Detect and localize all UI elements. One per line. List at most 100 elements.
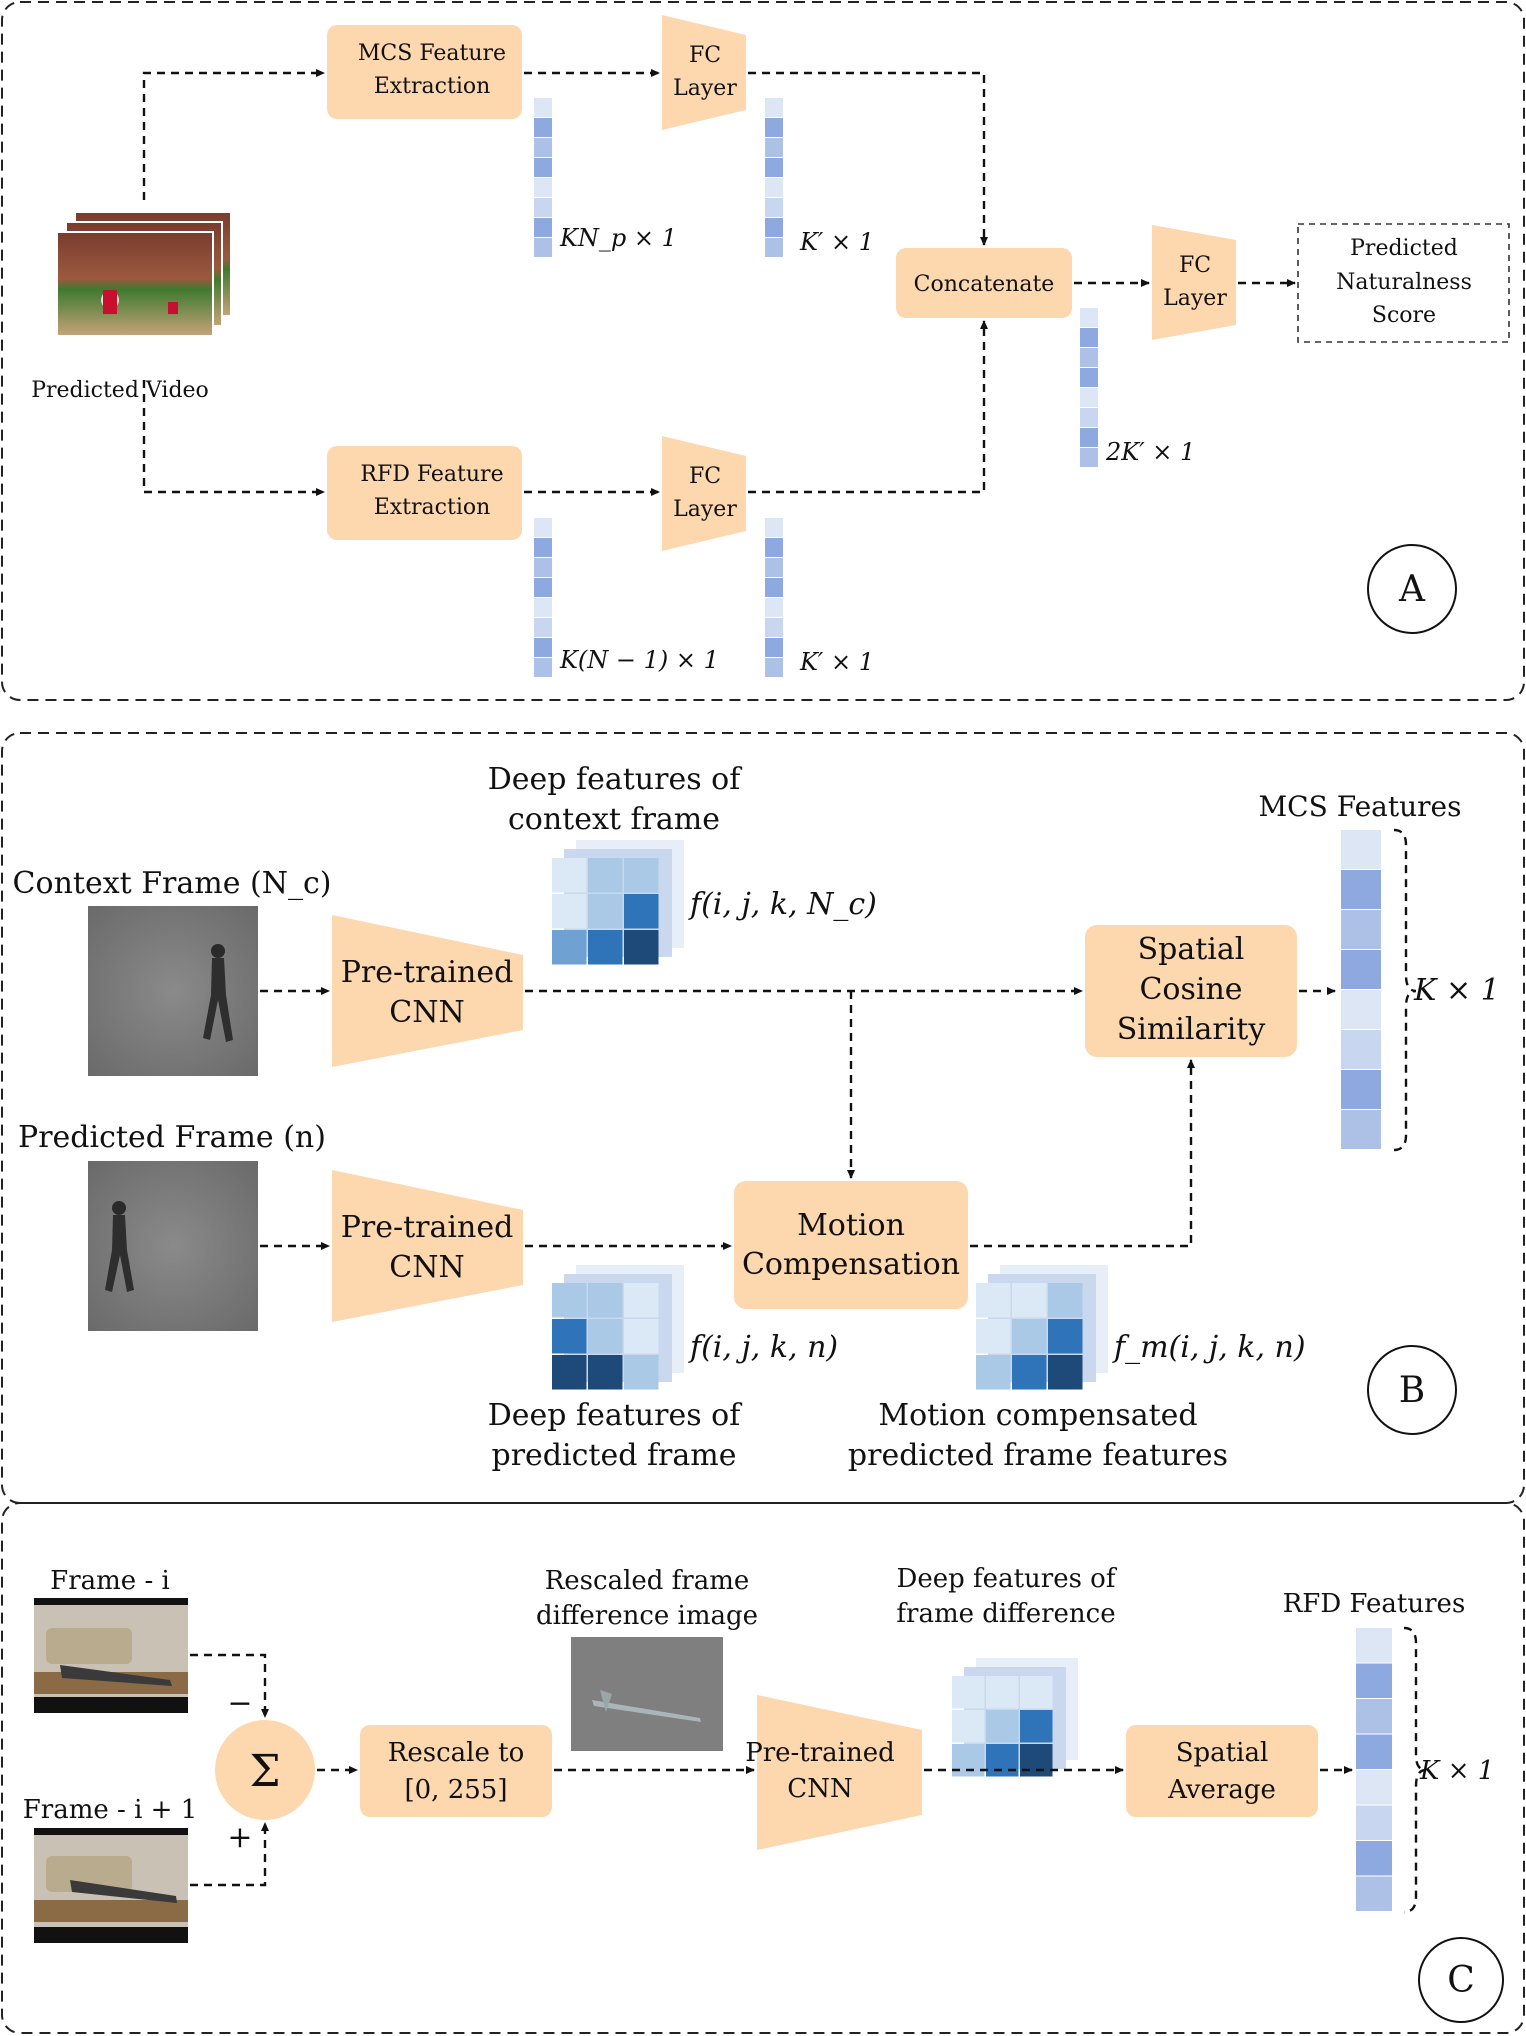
- mcs-box-line2: Extraction: [374, 74, 491, 99]
- mc-caption-line2: predicted frame features: [848, 1438, 1228, 1473]
- frame-i1-label: Frame - i + 1: [23, 1795, 198, 1825]
- vector-cell: [1080, 308, 1098, 327]
- vector-cell: [1341, 1070, 1381, 1109]
- fmap-cell: [588, 1355, 623, 1390]
- rescale-line2: [0, 255]: [405, 1775, 508, 1805]
- rfd-features-title: RFD Features: [1283, 1589, 1466, 1619]
- f-context-label: f(i, j, k, N_c): [688, 887, 877, 922]
- predicted-frame-title: Predicted Frame (n): [18, 1120, 326, 1155]
- predicted-score-box: Predicted Naturalness Score: [1297, 223, 1510, 343]
- panel-b: Context Frame (N_c) Predicted Frame (n) …: [1, 732, 1525, 1504]
- pretrained-cnn-bottom: Pre-trained CNN: [332, 1170, 523, 1322]
- fc-layer-top: FC Layer: [662, 15, 746, 130]
- vector-cell: [1341, 870, 1381, 909]
- fc-bottom-line2: Layer: [673, 497, 737, 522]
- vector-cell: [534, 118, 552, 137]
- fc-final-line1: FC: [1179, 253, 1211, 278]
- fmap-cell: [1020, 1710, 1053, 1743]
- concat-feature-vector: [1080, 308, 1098, 467]
- vector-cell: [534, 138, 552, 157]
- deep-ctx-caption-line1: Deep features of: [488, 762, 743, 797]
- deep-ctx-caption-line2: context frame: [508, 802, 720, 837]
- spatial-cosine-similarity-box: Spatial Cosine Similarity: [1085, 925, 1297, 1057]
- vector-cell: [534, 218, 552, 237]
- context-frame-image: [88, 906, 258, 1076]
- fmap-cell: [552, 1283, 587, 1318]
- vector-cell: [1356, 1770, 1392, 1805]
- vector-cell: [534, 198, 552, 217]
- mcs-dim-label: K × 1: [1413, 973, 1500, 1008]
- vector-cell: [534, 98, 552, 117]
- vector-cell: [1341, 950, 1381, 989]
- fmap-cell: [986, 1710, 1019, 1743]
- video-thumbnail-stack: [56, 211, 232, 337]
- fmap-cell: [588, 858, 623, 893]
- mcs-features-vector: [1341, 830, 1381, 1149]
- score-line1: Predicted: [1350, 236, 1458, 261]
- rescaled-caption-line2: difference image: [536, 1601, 758, 1631]
- panel-a-arrows: [142, 69, 1296, 496]
- fc-final-line2: Layer: [1163, 286, 1227, 311]
- fmap-cell: [1020, 1744, 1053, 1777]
- vector-cell: [765, 578, 783, 597]
- vector-cell: [1080, 328, 1098, 347]
- cnn-top-line2: CNN: [389, 995, 464, 1030]
- fmap-cell: [976, 1355, 1011, 1390]
- motion-compensation-box: Motion Compensation: [734, 1181, 968, 1309]
- vector-cell: [534, 538, 552, 557]
- fmap-cell: [1012, 1319, 1047, 1354]
- sum-node: Σ: [215, 1720, 315, 1820]
- pretrained-cnn-top: Pre-trained CNN: [332, 915, 523, 1067]
- panel-b-marker: B: [1367, 1345, 1457, 1435]
- vector-cell: [765, 558, 783, 577]
- fmap-cell: [952, 1676, 985, 1709]
- plus-sign: +: [227, 1820, 252, 1855]
- spatial-line3: Similarity: [1117, 1012, 1266, 1047]
- fmap-cell: [588, 1283, 623, 1318]
- fmap-cell: [1012, 1355, 1047, 1390]
- mcs-features-title: MCS Features: [1259, 790, 1462, 823]
- rfd-features-vector: [1356, 1628, 1392, 1911]
- predicted-feature-map: [552, 1265, 684, 1390]
- vector-cell: [765, 538, 783, 557]
- vector-cell: [765, 238, 783, 257]
- vector-cell: [1356, 1628, 1392, 1663]
- rescale-line1: Rescale to: [388, 1738, 524, 1768]
- vector-cell: [1341, 1110, 1381, 1149]
- panel-b-letter: B: [1399, 1370, 1425, 1411]
- predicted-frame-image: [88, 1161, 258, 1331]
- vector-cell: [534, 638, 552, 657]
- fc-bottom-output-vector: [765, 518, 783, 677]
- f-m-label: f_m(i, j, k, n): [1112, 1330, 1306, 1365]
- spatial-line2: Cosine: [1139, 972, 1242, 1007]
- rescaled-difference-image: [571, 1637, 723, 1751]
- fmap-cell: [1048, 1319, 1083, 1354]
- rfd-feature-vector: [534, 518, 552, 677]
- context-frame-title: Context Frame (N_c): [13, 866, 332, 901]
- fmap-cell: [952, 1710, 985, 1743]
- fmap-cell: [952, 1744, 985, 1777]
- video-label: Predicted Video: [31, 378, 209, 403]
- rfd-dim-label: K × 1: [1419, 1756, 1494, 1786]
- deep-diff-caption-line1: Deep features of: [897, 1564, 1118, 1594]
- vector-cell: [534, 158, 552, 177]
- fmap-cell: [1020, 1676, 1053, 1709]
- vector-cell: [765, 658, 783, 677]
- fmap-cell: [1048, 1355, 1083, 1390]
- vector-cell: [534, 618, 552, 637]
- vector-cell: [534, 178, 552, 197]
- vector-cell: [1341, 1030, 1381, 1069]
- rfd-features-brace: [1403, 1626, 1427, 1914]
- fmap-cell: [588, 1319, 623, 1354]
- vector-cell: [1080, 428, 1098, 447]
- fmap-cell: [552, 930, 587, 965]
- dim-rfd-label: K(N − 1) × 1: [559, 646, 719, 674]
- fmap-cell: [624, 858, 659, 893]
- fmap-cell: [624, 1355, 659, 1390]
- vector-cell: [1356, 1663, 1392, 1698]
- deep-pred-caption-line1: Deep features of: [488, 1398, 743, 1433]
- fmap-cell: [624, 894, 659, 929]
- fmap-cell: [552, 1355, 587, 1390]
- fc-bottom-line1: FC: [689, 464, 721, 489]
